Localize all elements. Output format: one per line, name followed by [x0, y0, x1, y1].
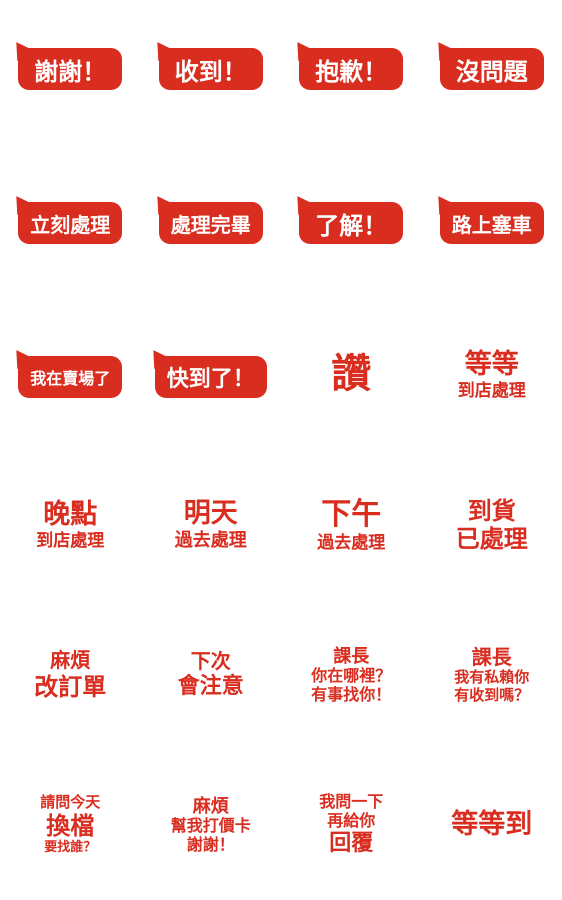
sticker-line: 過去處理 [174, 530, 247, 552]
speech-bubble: 我在賣場了 [18, 356, 123, 398]
sticker-label: 謝謝！ [34, 57, 107, 86]
speech-bubble: 謝謝！ [18, 48, 123, 90]
sticker-price-tag[interactable]: 麻煩 幫我打價卡 謝謝！ [141, 750, 282, 900]
sticker-label: 快到了！ [166, 367, 255, 392]
sticker-later-store[interactable]: 晚點 到店處理 [0, 450, 141, 600]
sticker-wait-store[interactable]: 等等 到店處理 [422, 300, 562, 450]
sticker-line: 晚點 [43, 499, 98, 531]
speech-bubble: 沒問題 [439, 48, 544, 90]
sticker-shift-swap[interactable]: 請問今天 換檔 要找誰？ [0, 750, 141, 900]
sticker-done[interactable]: 處理完畢 [141, 150, 282, 300]
sticker-line: 下午 [321, 497, 382, 533]
sticker-text: 等等 到店處理 [458, 349, 526, 401]
sticker-text: 晚點 到店處理 [36, 499, 104, 551]
speech-bubble: 抱歉！ [299, 48, 404, 90]
sticker-manager-where[interactable]: 課長 你在哪裡？ 有事找你！ [281, 600, 422, 750]
sticker-arrived[interactable]: 到貨 已處理 [422, 450, 562, 600]
sticker-text: 到貨 已處理 [456, 497, 528, 554]
sticker-label: 處理完畢 [170, 212, 251, 237]
speech-bubble: 處理完畢 [158, 202, 263, 244]
sticker-line: 讚 [331, 351, 372, 398]
sticker-thank-you[interactable]: 謝謝！ [0, 0, 141, 150]
sticker-line: 到店處理 [36, 530, 105, 551]
sticker-text: 課長 我有私賴你 有收到嗎？ [454, 644, 530, 705]
sticker-line: 下次 [190, 649, 231, 674]
sticker-tomorrow[interactable]: 明天 過去處理 [141, 450, 282, 600]
sticker-text: 麻煩 改訂單 [34, 648, 107, 701]
sticker-label: 了解！ [315, 211, 388, 240]
sticker-text: 課長 你在哪裡？ 有事找你！ [311, 646, 391, 705]
sticker-line: 過去處理 [317, 532, 386, 553]
sticker-line: 有收到嗎？ [454, 685, 530, 704]
sticker-line: 改訂單 [34, 672, 107, 701]
sticker-manager-message[interactable]: 課長 我有私賴你 有收到嗎？ [422, 600, 562, 750]
sticker-label: 我在賣場了 [30, 369, 111, 388]
sticker-label: 沒問題 [455, 57, 528, 86]
speech-bubble: 立刻處理 [18, 202, 123, 244]
sticker-line: 等等 [464, 349, 519, 381]
sticker-label: 抱歉！ [315, 57, 388, 86]
sticker-text: 麻煩 幫我打價卡 謝謝！ [171, 796, 251, 855]
sticker-handle-now[interactable]: 立刻處理 [0, 150, 141, 300]
sticker-line: 課長 [333, 645, 370, 667]
sticker-line: 換檔 [46, 812, 95, 841]
sticker-change-order[interactable]: 麻煩 改訂單 [0, 600, 141, 750]
sticker-label: 路上塞車 [451, 212, 532, 237]
sticker-text: 明天 過去處理 [175, 498, 247, 551]
speech-bubble: 路上塞車 [439, 202, 544, 244]
sticker-next-time[interactable]: 下次 會注意 [141, 600, 282, 750]
sticker-line: 請問今天 [40, 793, 101, 812]
sticker-text: 請問今天 換檔 要找誰？ [40, 793, 101, 856]
sticker-sorry[interactable]: 抱歉！ [281, 0, 422, 150]
sticker-line: 有事找你！ [311, 684, 392, 704]
sticker-line: 幫我打價卡 [170, 815, 251, 835]
sticker-line: 麻煩 [50, 648, 91, 673]
sticker-no-problem[interactable]: 沒問題 [422, 0, 562, 150]
sticker-wait-arrive[interactable]: 等等到 [422, 750, 562, 900]
sticker-text: 下午 過去處理 [317, 497, 385, 552]
sticker-line: 我問一下 [319, 792, 384, 812]
sticker-line: 到店處理 [457, 380, 526, 401]
sticker-line: 回覆 [329, 830, 374, 856]
sticker-line: 會注意 [177, 673, 244, 699]
sticker-line: 再給你 [327, 811, 376, 831]
sticker-label: 立刻處理 [30, 212, 111, 237]
sticker-line: 課長 [471, 644, 512, 669]
sticker-line: 要找誰？ [44, 840, 97, 856]
sticker-almost-there[interactable]: 快到了！ [141, 300, 282, 450]
sticker-line: 我有私賴你 [454, 668, 530, 687]
sticker-line: 麻煩 [192, 795, 229, 817]
speech-bubble: 了解！ [299, 202, 404, 244]
sticker-at-store[interactable]: 我在賣場了 [0, 300, 141, 450]
sticker-traffic-jam[interactable]: 路上塞車 [422, 150, 562, 300]
sticker-text: 等等到 [451, 809, 532, 841]
sticker-line: 等等到 [451, 809, 533, 841]
sticker-line: 到貨 [467, 496, 516, 525]
sticker-text: 讚 [331, 351, 371, 398]
sticker-ask-reply[interactable]: 我問一下 再給你 回覆 [281, 750, 422, 900]
sticker-line: 你在哪裡？ [311, 665, 392, 685]
sticker-text: 下次 會注意 [178, 650, 244, 700]
sticker-text: 我問一下 再給你 回覆 [319, 792, 384, 857]
sticker-received[interactable]: 收到！ [141, 0, 282, 150]
sticker-line: 明天 [183, 498, 238, 530]
sticker-like[interactable]: 讚 [281, 300, 422, 450]
sticker-afternoon[interactable]: 下午 過去處理 [281, 450, 422, 600]
sticker-line: 謝謝！ [186, 834, 235, 854]
sticker-label: 收到！ [174, 57, 247, 86]
sticker-understood[interactable]: 了解！ [281, 150, 422, 300]
speech-bubble: 快到了！ [154, 356, 267, 398]
sticker-line: 已處理 [455, 525, 528, 553]
speech-bubble: 收到！ [158, 48, 263, 90]
